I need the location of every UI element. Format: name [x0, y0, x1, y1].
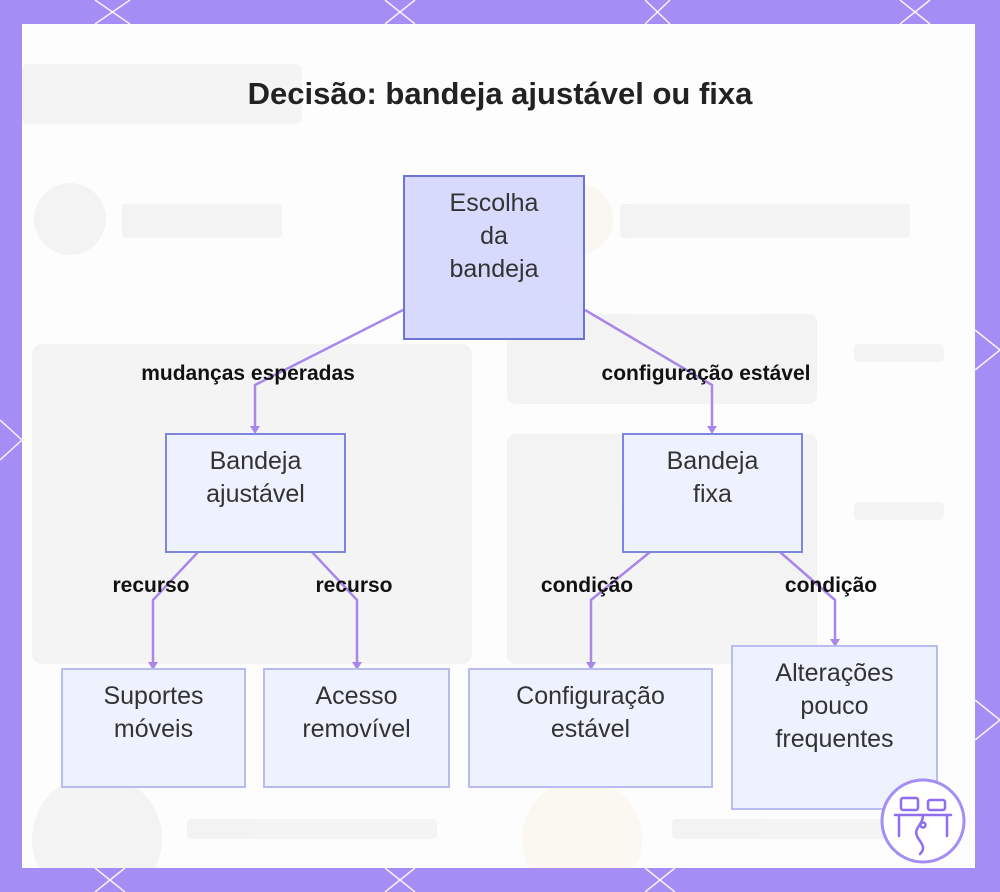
background-image [22, 64, 944, 868]
arrowhead [352, 662, 362, 670]
edge-label-condition-rare: condição [784, 574, 878, 597]
arrowhead [586, 662, 596, 670]
diagram-title: Decisão: bandeja ajustável ou fixa [247, 76, 753, 111]
connector-fixed-rare [779, 551, 837, 643]
desk-logo-icon [880, 778, 966, 864]
edge-label-feature-mobile: recurso [112, 574, 190, 597]
node-tray-choice: Escolha da bandeja [403, 175, 585, 340]
node-stable-configuration: Configuração estável [468, 668, 713, 788]
connector-adjustable-removable [311, 551, 359, 666]
node-adjustable-tray-label: Bandeja ajustável [206, 447, 305, 508]
node-mobile-supports-label: Suportes móveis [103, 682, 204, 743]
edge-label-feature-removable: recurso [315, 574, 393, 597]
arrowhead [830, 639, 840, 647]
arrowhead [250, 426, 260, 434]
node-infrequent-changes-label: Alterações pouco frequentes [775, 659, 894, 753]
connector-fixed-stable [589, 551, 651, 666]
node-fixed-tray: Bandeja fixa [622, 433, 803, 553]
node-removable-access-label: Acesso removível [302, 682, 411, 743]
connector-root-fixed [584, 308, 714, 430]
node-stable-configuration-label: Configuração estável [516, 682, 665, 743]
node-tray-choice-label: Escolha da bandeja [449, 189, 539, 283]
arrowhead [148, 662, 158, 670]
connector-root-adjustable [253, 308, 404, 430]
node-fixed-tray-label: Bandeja fixa [666, 447, 759, 508]
connector-adjustable-mobile [151, 551, 199, 666]
node-removable-access: Acesso removível [263, 668, 450, 788]
edge-label-condition-stable: condição [540, 574, 634, 597]
node-infrequent-changes: Alterações pouco frequentes [731, 645, 938, 810]
edge-label-stable-configuration: configuração estável [601, 362, 811, 385]
node-mobile-supports: Suportes móveis [61, 668, 246, 788]
arrowhead [707, 426, 717, 434]
node-adjustable-tray: Bandeja ajustável [165, 433, 346, 553]
edge-label-expected-changes: mudanças esperadas [141, 362, 355, 385]
